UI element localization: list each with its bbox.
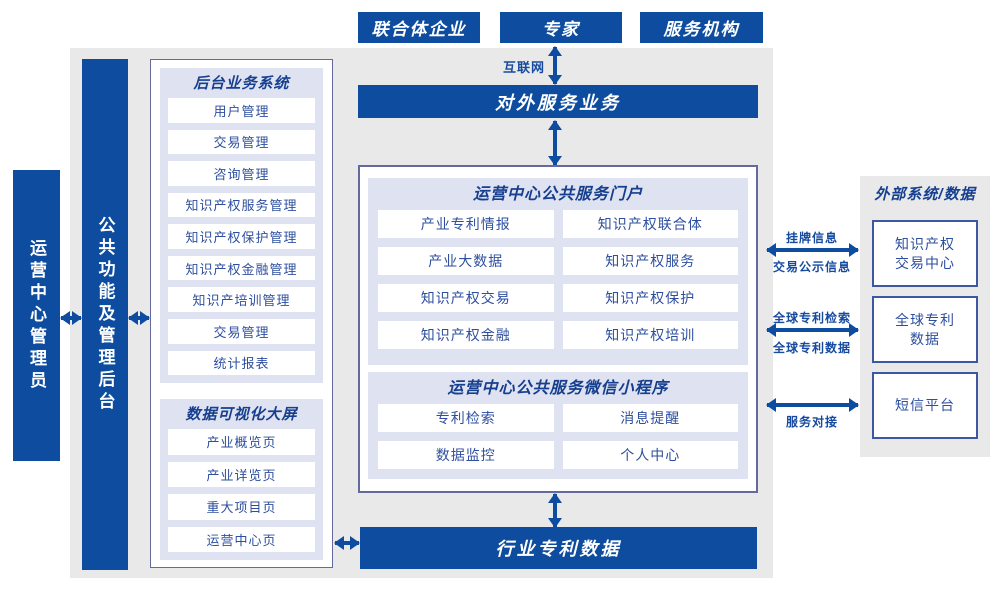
portal-group: 运营中心公共服务门户 产业专利情报 知识产权联合体 产业大数据 知识产权服务 知… — [368, 178, 748, 365]
portal-grid: 产业专利情报 知识产权联合体 产业大数据 知识产权服务 知识产权交易 知识产权保… — [378, 210, 738, 349]
grid-item: 产业专利情报 — [378, 210, 554, 238]
miniprogram-title: 运营中心公共服务微信小程序 — [447, 380, 669, 397]
link-label: 全球专利检索 — [772, 311, 851, 325]
node-expert: 专家 — [500, 12, 622, 43]
link-label: 全球专利数据 — [772, 341, 851, 355]
backend-system-list: 用户管理 交易管理 咨询管理 知识产权服务管理 知识产权保护管理 知识产权金融管… — [168, 98, 315, 376]
node-external-service-business: 对外服务业务 — [358, 85, 758, 118]
node-line: 知识产权 — [895, 235, 955, 252]
double-arrow-vertical-icon — [548, 120, 562, 166]
double-arrow-vertical-icon — [548, 493, 562, 528]
internet-label: 互联网 — [502, 60, 545, 75]
grid-item: 消息提醒 — [562, 404, 738, 432]
backend-system-title: 后台业务系统 — [193, 75, 290, 92]
node-sms-platform: 短信平台 — [872, 372, 978, 439]
grid-item: 知识产权培训 — [562, 321, 738, 349]
list-item: 咨询管理 — [168, 161, 315, 186]
node-line: 交易中心 — [895, 254, 955, 271]
node-consortium-enterprise: 联合体企业 — [358, 12, 480, 43]
list-item: 产业详览页 — [168, 461, 315, 487]
list-item: 知识产权服务管理 — [168, 192, 315, 218]
link-label: 服务对接 — [785, 415, 838, 429]
list-item: 知识产权保护管理 — [168, 224, 315, 249]
backend-system-group: 后台业务系统 用户管理 交易管理 咨询管理 知识产权服务管理 知识产权保护管理 … — [160, 68, 323, 383]
node-line: 全球专利 — [895, 311, 955, 328]
node-industry-patent-data: 行业专利数据 — [360, 527, 757, 569]
node-public-function-admin-backend: 公共功能及管理后台 — [82, 59, 128, 570]
list-item: 知识产权金融管理 — [168, 255, 315, 281]
list-item: 用户管理 — [168, 98, 315, 123]
list-item: 交易管理 — [168, 318, 315, 344]
grid-item: 专利检索 — [378, 404, 554, 432]
external-systems-title: 外部系统/数据 — [874, 186, 976, 203]
list-item: 产业概览页 — [168, 429, 315, 455]
node-operation-center-admin: 运营中心管理员 — [13, 170, 60, 461]
double-arrow-horizontal-icon — [766, 243, 859, 257]
grid-item: 产业大数据 — [378, 247, 554, 275]
double-arrow-horizontal-icon — [334, 536, 360, 550]
grid-item: 知识产权交易 — [378, 284, 554, 312]
grid-item: 知识产权保护 — [562, 284, 738, 312]
node-service-agency: 服务机构 — [640, 12, 763, 43]
list-item: 交易管理 — [168, 129, 315, 155]
dashboard-title: 数据可视化大屏 — [185, 406, 298, 423]
portal-title: 运营中心公共服务门户 — [472, 186, 643, 203]
link-label: 挂牌信息 — [785, 231, 838, 245]
grid-item: 数据监控 — [378, 441, 554, 469]
double-arrow-horizontal-icon — [60, 311, 82, 325]
list-item: 运营中心页 — [168, 526, 315, 552]
grid-item: 知识产权服务 — [562, 247, 738, 275]
node-line: 短信平台 — [895, 397, 955, 414]
dashboard-list: 产业概览页 产业详览页 重大项目页 运营中心页 — [168, 429, 315, 552]
grid-item: 知识产权联合体 — [562, 210, 738, 238]
double-arrow-horizontal-icon — [766, 398, 859, 412]
list-item: 统计报表 — [168, 350, 315, 376]
list-item: 重大项目页 — [168, 494, 315, 520]
double-arrow-horizontal-icon — [766, 323, 859, 337]
grid-item: 个人中心 — [562, 441, 738, 469]
link-label: 交易公示信息 — [772, 260, 851, 274]
double-arrow-horizontal-icon — [128, 311, 150, 325]
node-ip-trading-center: 知识产权 交易中心 — [872, 220, 978, 287]
grid-item: 知识产权金融 — [378, 321, 554, 349]
dashboard-group: 数据可视化大屏 产业概览页 产业详览页 重大项目页 运营中心页 — [160, 399, 323, 560]
node-line: 数据 — [910, 330, 940, 347]
miniprogram-group: 运营中心公共服务微信小程序 专利检索 消息提醒 数据监控 个人中心 — [368, 372, 748, 479]
list-item: 知识产培训管理 — [168, 287, 315, 312]
miniprogram-grid: 专利检索 消息提醒 数据监控 个人中心 — [378, 404, 738, 469]
node-global-patent-data: 全球专利 数据 — [872, 296, 978, 363]
double-arrow-vertical-icon — [548, 46, 562, 85]
